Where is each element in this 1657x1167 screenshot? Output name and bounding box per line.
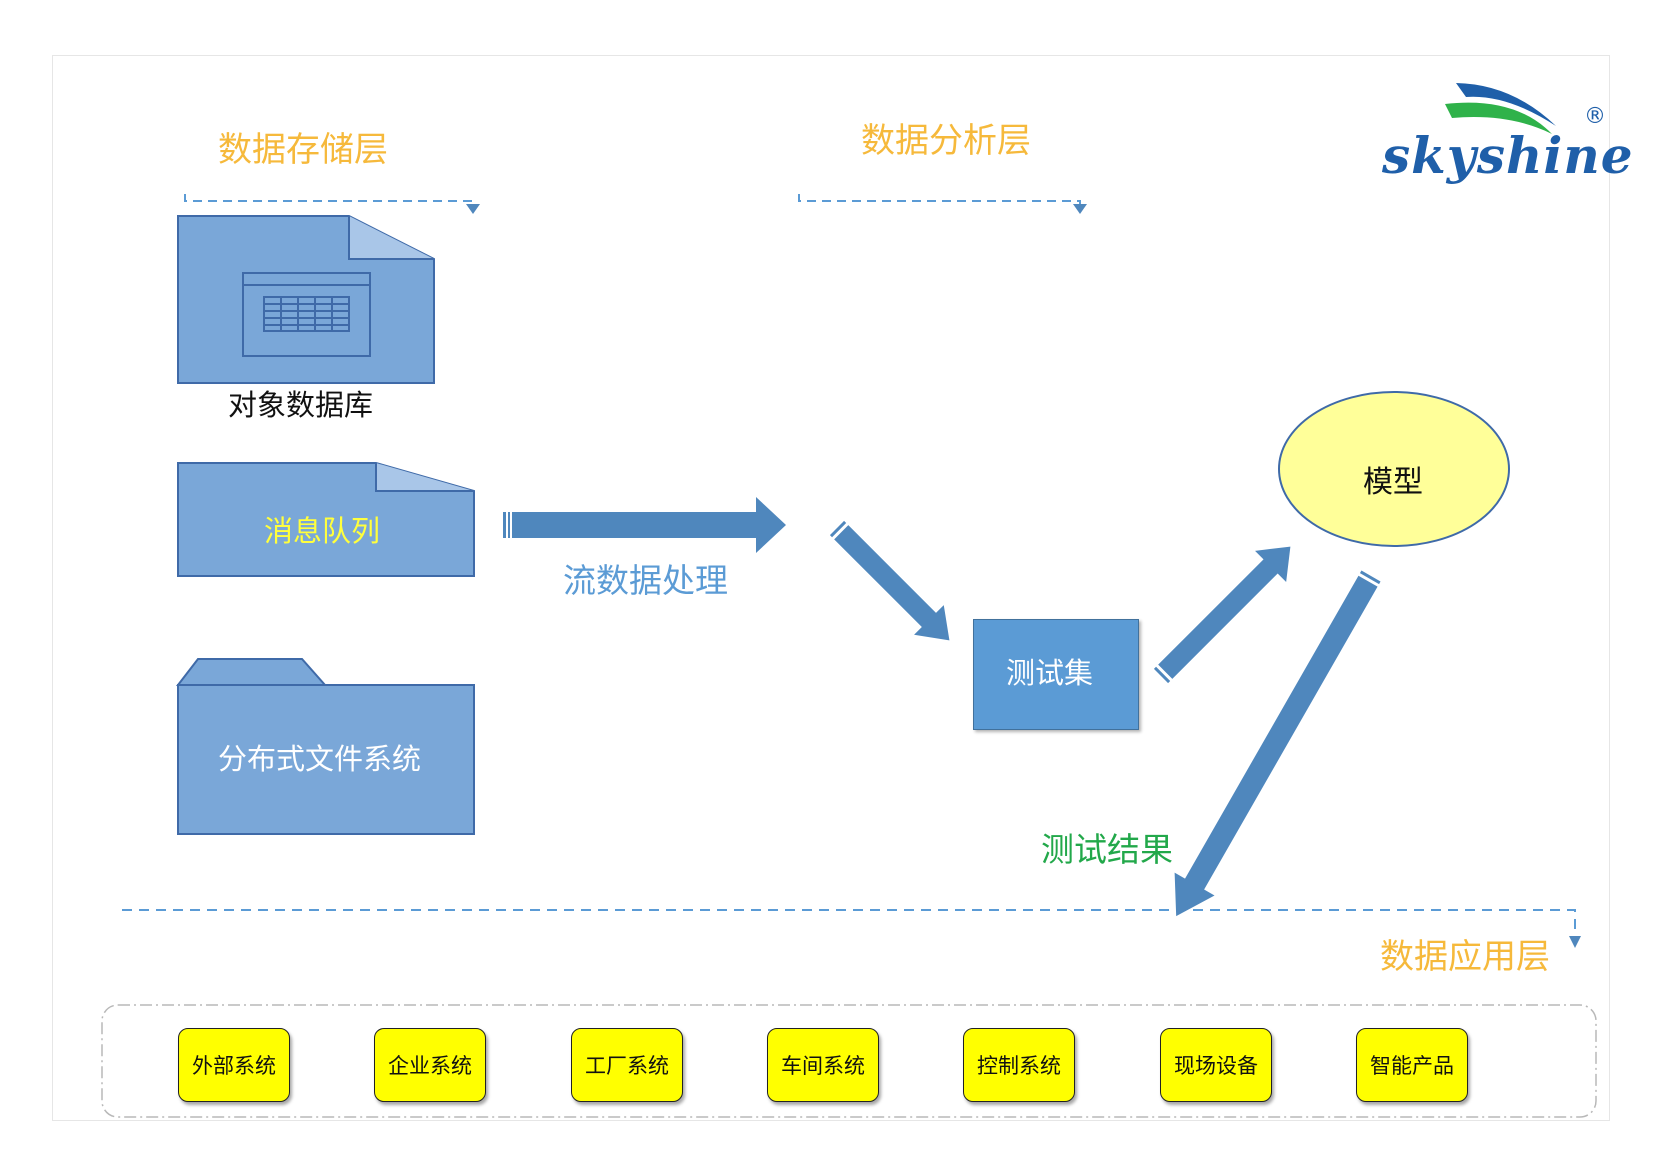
application-layer-title: 数据应用层 xyxy=(1380,937,1550,977)
analysis-guide-arrowhead xyxy=(1073,204,1087,214)
test-set-label: 测试集 xyxy=(1006,656,1094,690)
message-queue-label: 消息队列 xyxy=(264,514,381,548)
app-field-equipment: 现场设备 xyxy=(1160,1028,1272,1102)
app-label: 工厂系统 xyxy=(585,1054,669,1078)
table-grid-icon xyxy=(263,296,350,332)
app-control-system: 控制系统 xyxy=(963,1028,1075,1102)
app-label: 智能产品 xyxy=(1370,1054,1454,1078)
to-testset-arrow xyxy=(829,520,950,641)
storage-guide-arrowhead xyxy=(466,204,480,214)
storage-layer-guide xyxy=(184,194,474,206)
filesystem-folder-shape xyxy=(175,658,475,835)
test-result-arrow xyxy=(1174,570,1381,917)
stream-processing-label: 流数据处理 xyxy=(563,561,728,600)
app-enterprise-system: 企业系统 xyxy=(374,1028,486,1102)
model-ellipse xyxy=(1278,391,1510,547)
to-model-arrow xyxy=(1153,546,1291,684)
app-label: 车间系统 xyxy=(781,1054,865,1078)
test-result-label: 测试结果 xyxy=(1041,830,1173,869)
test-set-box xyxy=(973,619,1139,730)
analysis-layer-title: 数据分析层 xyxy=(861,121,1031,161)
application-guide-arrowhead xyxy=(1569,936,1581,948)
app-label: 企业系统 xyxy=(388,1054,472,1078)
object-database-label: 对象数据库 xyxy=(228,388,374,422)
app-external-system: 外部系统 xyxy=(178,1028,290,1102)
application-boundary xyxy=(101,1004,1597,1118)
skyshine-logo-swoosh xyxy=(1445,83,1556,134)
app-factory-system: 工厂系统 xyxy=(571,1028,683,1102)
app-label: 控制系统 xyxy=(977,1054,1061,1078)
application-layer-guide xyxy=(122,909,1576,938)
storage-layer-title: 数据存储层 xyxy=(218,130,388,170)
app-workshop-system: 车间系统 xyxy=(767,1028,879,1102)
diagram-frame xyxy=(52,55,1610,1121)
app-smart-product: 智能产品 xyxy=(1356,1028,1468,1102)
skyshine-logo-text: skyshine xyxy=(1382,126,1634,185)
stream-processing-arrow xyxy=(503,497,786,553)
app-label: 现场设备 xyxy=(1174,1054,1258,1078)
object-database-shape xyxy=(177,215,435,384)
analysis-layer-guide xyxy=(798,194,1081,206)
model-label: 模型 xyxy=(1363,465,1423,500)
app-label: 外部系统 xyxy=(192,1054,276,1078)
registered-mark: ® xyxy=(1584,104,1606,129)
message-queue-shape xyxy=(177,462,475,577)
filesystem-label: 分布式文件系统 xyxy=(218,742,422,776)
